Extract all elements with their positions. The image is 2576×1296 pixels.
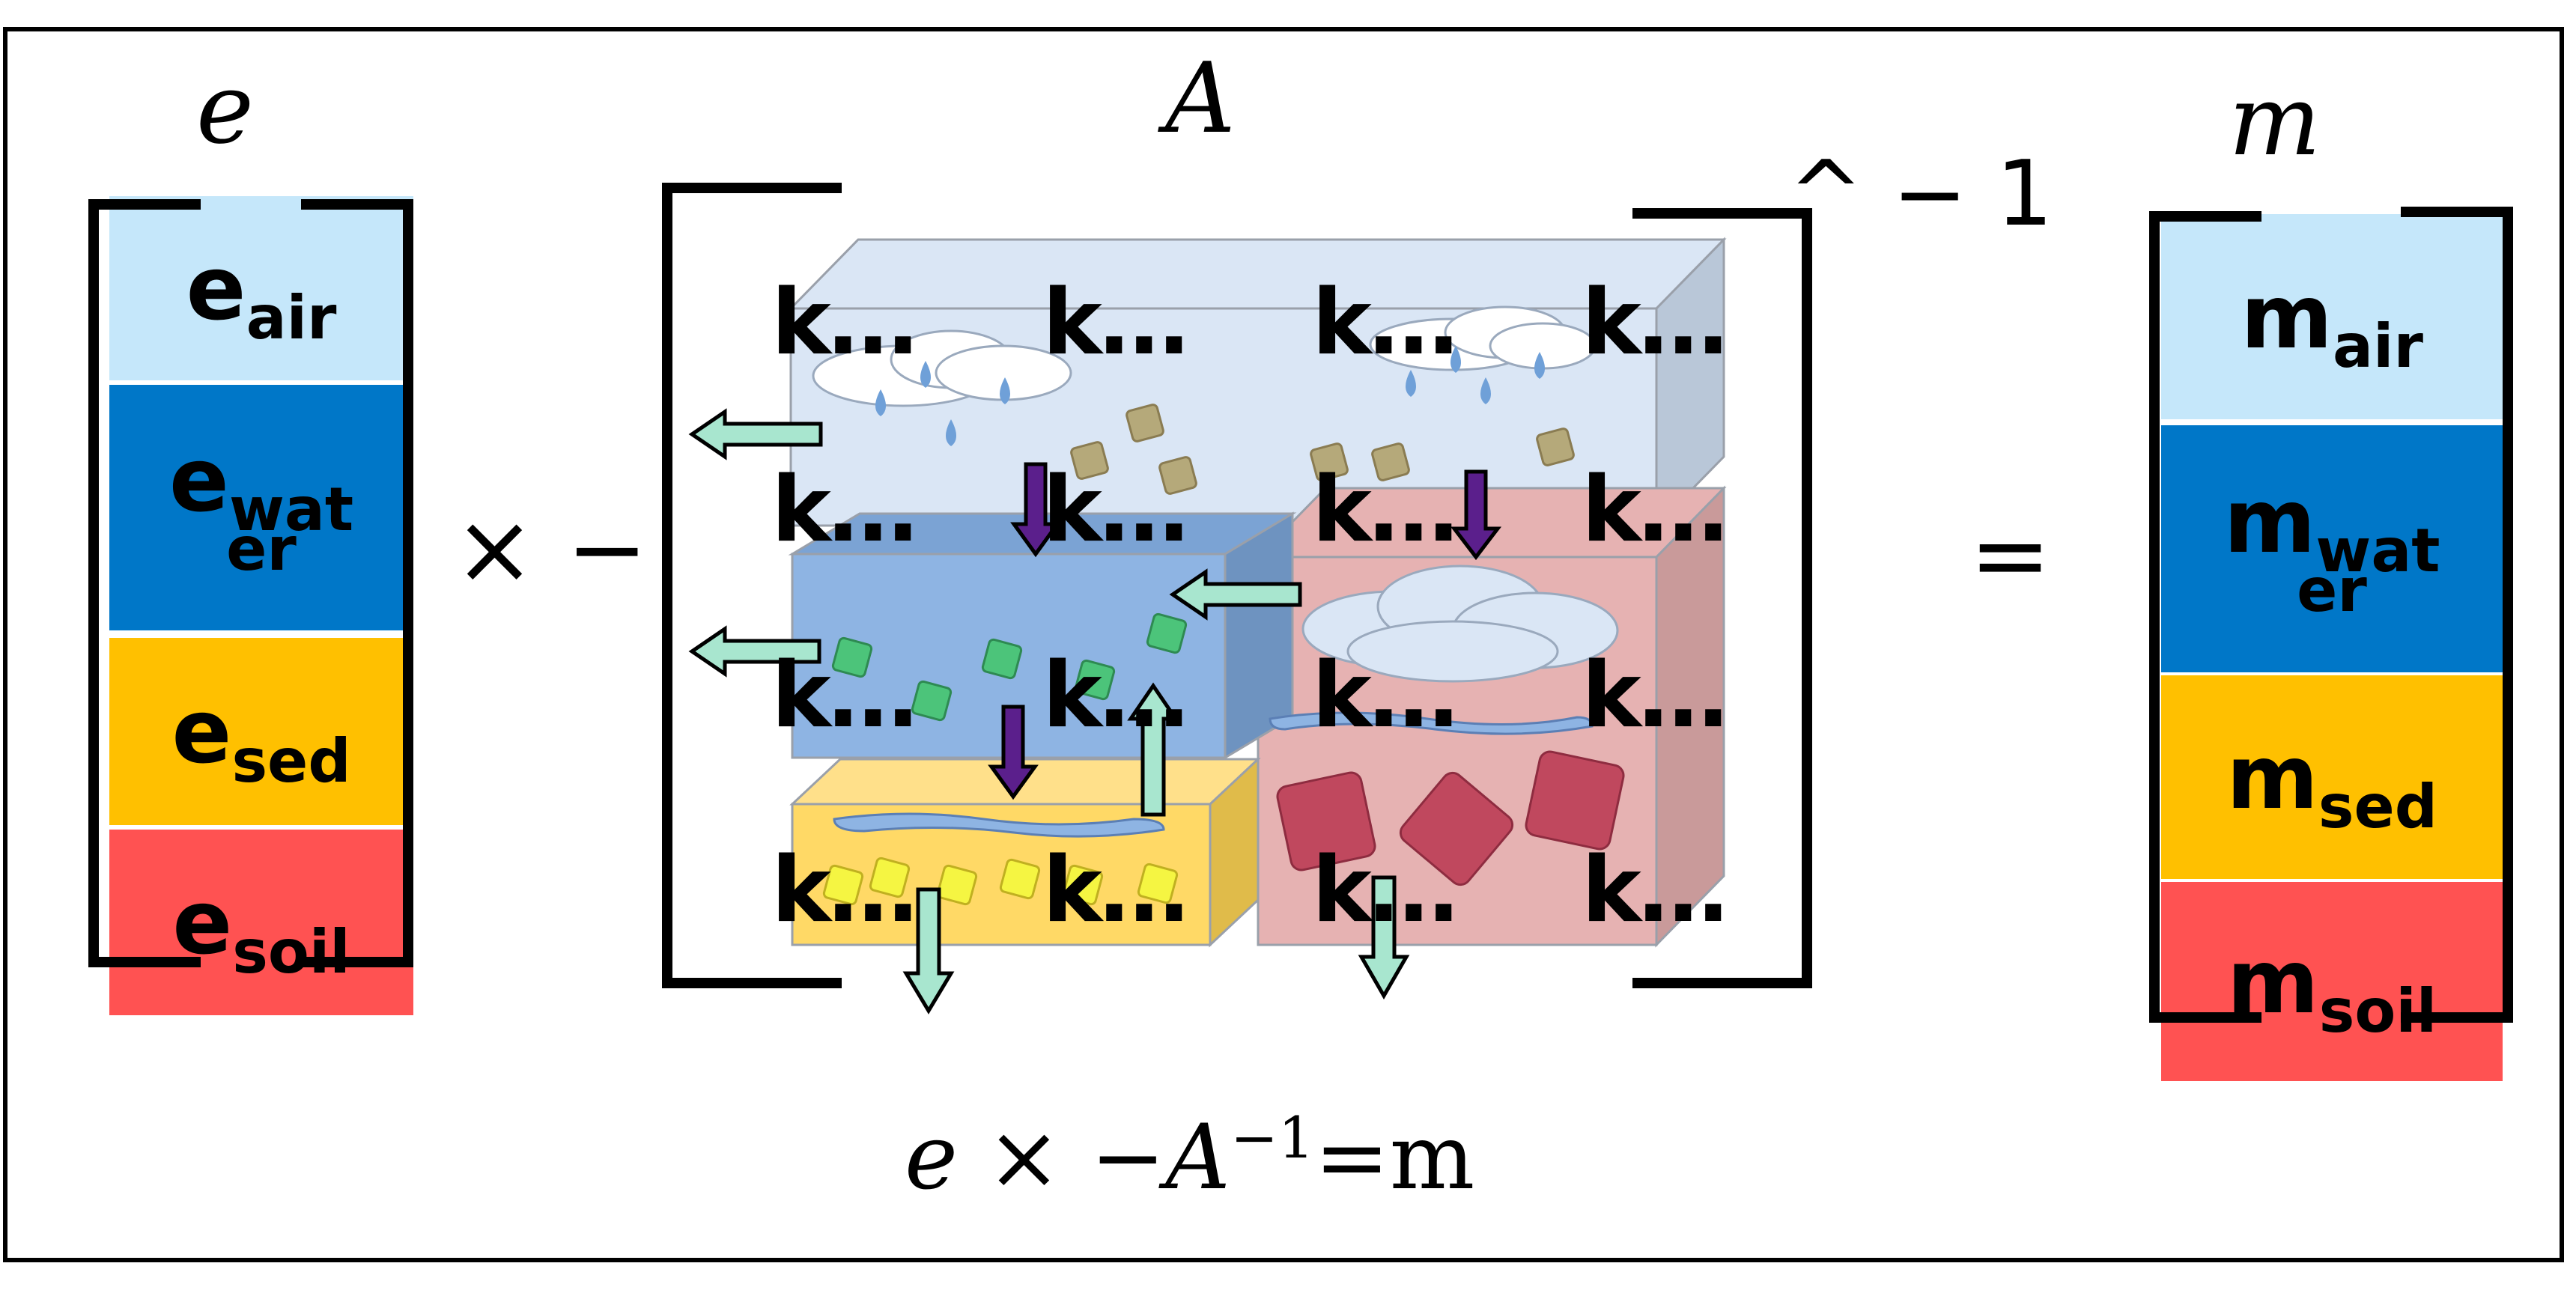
vector-cell-subscript: sed	[2318, 772, 2438, 842]
vector-m-bracket-left	[2149, 211, 2261, 1023]
equation-times-minus: × −	[958, 1106, 1166, 1210]
vector-e-cell-sed: esed	[109, 638, 413, 825]
left-arrow-icon	[688, 625, 821, 678]
vector-m-label: m	[2229, 64, 2321, 177]
matrix-cell-k-1-3: k…	[1582, 458, 1728, 562]
matrix-cell-k-2-3: k…	[1582, 644, 1728, 748]
equation-a: A	[1165, 1106, 1231, 1210]
deposition-arrows	[988, 462, 1502, 800]
matrix-cell-k-2-2: k…	[1312, 644, 1459, 748]
vector-e-label: e	[196, 52, 254, 165]
vector-cell-text: msoil	[2161, 937, 2503, 1041]
matrix-cell-k-1-1: k…	[1042, 458, 1189, 562]
vector-m-cell-air: mair	[2161, 214, 2503, 419]
vector-cell-subscript-cont: er	[226, 514, 297, 584]
matrix-cell-k-0-0: k…	[771, 271, 918, 375]
water-ribbon-icon	[833, 711, 1594, 838]
transfer-arrows	[688, 408, 1410, 1014]
matrix-cell-k-2-1: k…	[1042, 644, 1189, 748]
vector-e-bracket-right	[301, 199, 413, 967]
matrix-cell-k-1-2: k…	[1312, 458, 1459, 562]
matrix-cell-k-3-0: k…	[771, 839, 918, 943]
air-particles	[1070, 404, 1575, 495]
vector-cell-symbol: e	[171, 680, 232, 783]
matrix-cell-k-3-1: k…	[1042, 839, 1189, 943]
vector-cell-text: eair	[109, 244, 413, 348]
matrix-exponent: ^ − 1	[1788, 142, 2053, 246]
vector-cell-subscript: soil	[232, 917, 350, 987]
vector-e-cell-air: eair	[109, 196, 413, 380]
matrix-bracket-right	[1632, 208, 1812, 988]
vector-cell-subscript-cont: er	[2297, 556, 2367, 625]
matrix-cell-k-2-0: k…	[771, 644, 918, 748]
cloud-icon	[1369, 305, 1597, 371]
vector-cell-subscript: air	[2333, 311, 2423, 381]
vector-cell-text: esed	[109, 687, 413, 791]
raindrop-icon	[875, 346, 1545, 446]
matrix-bracket-left	[662, 183, 842, 988]
vector-e-cell-soil: esoil	[109, 830, 413, 1015]
vector-cell-subscript: wat	[2315, 516, 2440, 585]
matrix-cell-k-0-3: k…	[1582, 271, 1728, 375]
left-arrow-icon	[688, 408, 823, 460]
equation-e: e	[905, 1106, 959, 1210]
equation-superscript: −1	[1230, 1104, 1315, 1171]
vector-cell-text: msed	[2161, 733, 2503, 837]
vector-cell-subscript: wat	[228, 475, 354, 544]
soil-particles	[1276, 750, 1625, 886]
vector-cell-symbol: m	[2223, 469, 2316, 573]
vector-cell-symbol: m	[2226, 930, 2319, 1033]
matrix-cell-k-0-2: k…	[1312, 271, 1459, 375]
vector-cell-text: mair	[2161, 273, 2503, 377]
water-particles	[831, 612, 1188, 722]
equation-equals-m: =m	[1314, 1106, 1475, 1210]
down-arrow-icon	[988, 705, 1039, 800]
vector-m-cell-sed: msed	[2161, 675, 2503, 879]
vector-e-bracket-left	[88, 199, 201, 967]
down-arrow-icon	[902, 887, 955, 1014]
figure-frame	[3, 27, 2564, 1262]
sediment-particles	[822, 857, 1179, 906]
cloud-icon	[1301, 565, 1619, 683]
matrix-cell-k-3-2: k…	[1312, 839, 1459, 943]
matrix-cell-k-3-3: k…	[1582, 839, 1728, 943]
equals-operator: =	[1969, 498, 2051, 612]
times-minus-operator: × −	[454, 492, 648, 606]
vector-cell-text: esoil	[109, 878, 413, 982]
left-arrow-icon	[1169, 568, 1302, 621]
vector-cell-symbol: e	[186, 237, 246, 340]
down-arrow-icon	[1010, 462, 1061, 558]
vector-cell-subscript: sed	[231, 726, 351, 796]
vector-cell-symbol: m	[2226, 725, 2318, 829]
down-arrow-icon	[1358, 875, 1410, 1000]
vector-cell-subscript: air	[246, 283, 337, 353]
vector-cell-subscript: soil	[2318, 976, 2437, 1046]
matrix-cell-k-1-0: k…	[771, 458, 918, 562]
vector-cell-symbol: e	[168, 428, 229, 532]
matrix-a-label: A	[1165, 41, 1236, 155]
matrix-cell-k-0-1: k…	[1042, 271, 1189, 375]
vector-cell-symbol: m	[2241, 265, 2333, 368]
down-arrow-icon	[1450, 469, 1502, 561]
vector-m-cell-soil: msoil	[2161, 882, 2503, 1081]
vector-m-bracket-right	[2401, 207, 2513, 1023]
up-arrow-icon	[1127, 682, 1179, 817]
equation: e × −A−1=m	[905, 1110, 1474, 1203]
vector-cell-symbol: e	[172, 871, 233, 974]
